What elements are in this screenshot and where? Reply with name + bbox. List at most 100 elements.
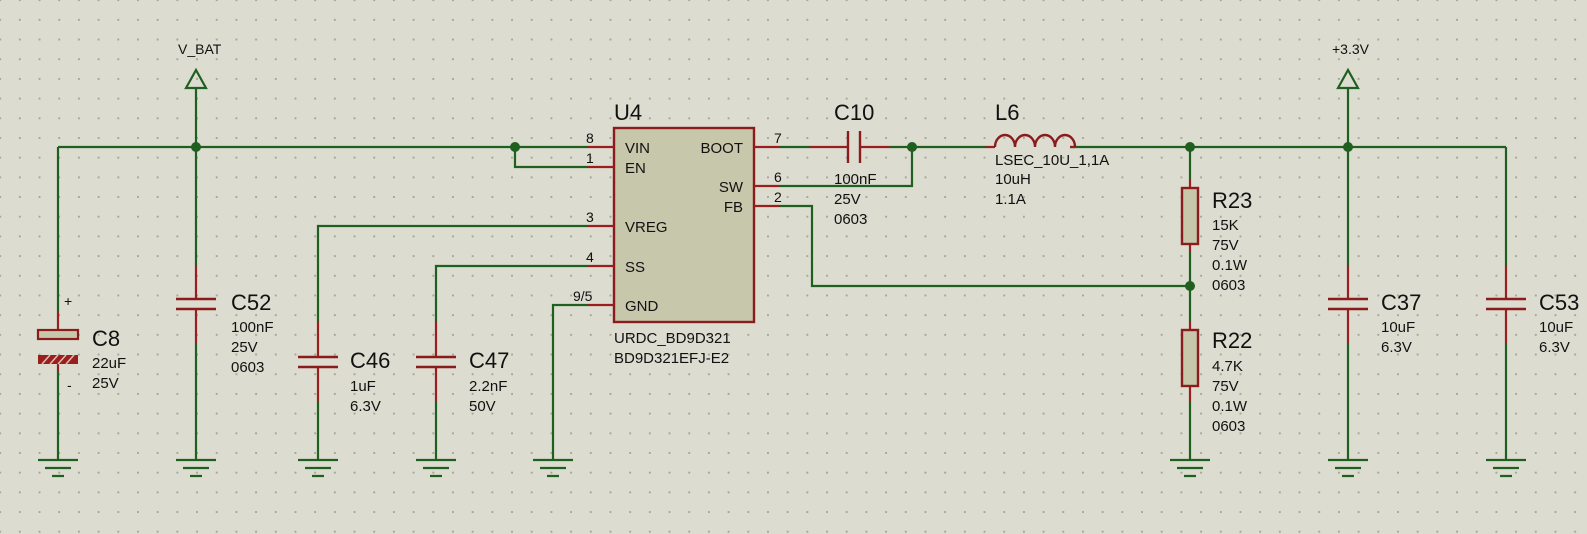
wire-vreg	[316, 224, 587, 322]
value-r22: 4.7K	[1212, 358, 1243, 375]
ref-u4: U4	[614, 100, 642, 125]
capacitor-c8[interactable]: + - C8 22uF 25V	[36, 293, 126, 393]
wire-fb	[780, 204, 1190, 288]
capacitor-c52[interactable]: C52 100nF 25V 0603	[176, 265, 274, 376]
inductor-l6[interactable]: L6 LSEC_10U_1,1A 10uH 1.1A	[985, 100, 1109, 208]
pin-num-fb: 2	[774, 189, 782, 205]
pin-num-gnd: 9/5	[573, 288, 593, 304]
value-c8: 22uF	[92, 355, 126, 372]
capacitor-c53[interactable]: C53 10uF 6.3V	[1486, 265, 1579, 356]
resistor-r22[interactable]: R22 4.7K 75V 0.1W 0603	[1180, 322, 1252, 435]
power-label-vbat: V_BAT	[178, 41, 222, 57]
part-u4: URDC_BD9D321	[614, 330, 731, 347]
value-r23: 15K	[1212, 217, 1239, 234]
ref-c10: C10	[834, 100, 874, 125]
junction-en	[510, 142, 520, 152]
voltage-r22: 75V	[1212, 378, 1239, 395]
ref-l6: L6	[995, 100, 1019, 125]
ref-c53: C53	[1539, 290, 1579, 315]
junction-33	[1343, 142, 1353, 152]
capacitor-icon	[176, 297, 216, 311]
resistor-icon	[1180, 186, 1200, 246]
part-l6: LSEC_10U_1,1A	[995, 152, 1109, 169]
ic-u4-body	[612, 126, 756, 324]
capacitor-c47[interactable]: C47 2.2nF 50V	[416, 322, 509, 415]
ref-c52: C52	[231, 290, 271, 315]
value-c47: 2.2nF	[469, 378, 507, 395]
resistor-r23[interactable]: R23 15K 75V 0.1W 0603	[1180, 180, 1252, 294]
capacitor-icon	[298, 355, 338, 369]
wire-sw	[780, 147, 914, 188]
ground-icon	[1486, 458, 1526, 478]
pin-num-boot: 7	[774, 130, 782, 146]
ground-symbols	[38, 458, 1526, 478]
package-r22: 0603	[1212, 418, 1245, 435]
resistor-icon	[1180, 328, 1200, 388]
value-u4: BD9D321EFJ-E2	[614, 350, 729, 367]
ground-icon	[416, 458, 456, 478]
pin-num-ss: 4	[586, 249, 594, 265]
ground-icon	[1328, 458, 1368, 478]
voltage-c10: 25V	[834, 191, 861, 208]
ref-c8: C8	[92, 326, 120, 351]
pin-name-sw: SW	[719, 179, 744, 196]
value-c52: 100nF	[231, 319, 274, 336]
ic-u4[interactable]: 8 1 3 4 9/5 7 6 2 VIN EN VREG SS GND BOO…	[573, 100, 782, 367]
ref-c46: C46	[350, 348, 390, 373]
capacitor-c37[interactable]: C37 10uF 6.3V	[1328, 265, 1421, 356]
power-r22: 0.1W	[1212, 398, 1248, 415]
ground-icon	[176, 458, 216, 478]
polarized-capacitor-neg-plate	[38, 355, 78, 364]
package-c10: 0603	[834, 211, 867, 228]
voltage-c37: 6.3V	[1381, 339, 1412, 356]
polarized-capacitor-icon	[36, 328, 80, 341]
capacitor-icon	[416, 355, 456, 369]
polarity-plus-c8: +	[64, 293, 72, 309]
junctions	[191, 142, 1353, 291]
power-r23: 0.1W	[1212, 257, 1248, 274]
junction-fb	[1185, 281, 1195, 291]
package-c52: 0603	[231, 359, 264, 376]
pin-num-en: 1	[586, 150, 594, 166]
voltage-r23: 75V	[1212, 237, 1239, 254]
junction-r23-top	[1185, 142, 1195, 152]
pin-name-vreg: VREG	[625, 219, 668, 236]
power-vbat: V_BAT	[178, 41, 222, 90]
capacitor-c46[interactable]: C46 1uF 6.3V	[298, 322, 390, 415]
value-c37: 10uF	[1381, 319, 1415, 336]
ground-icon	[1170, 458, 1210, 478]
voltage-c53: 6.3V	[1539, 339, 1570, 356]
package-r23: 0603	[1212, 277, 1245, 294]
pin-num-sw: 6	[774, 169, 782, 185]
ground-icon	[533, 458, 573, 478]
pin-name-en: EN	[625, 160, 646, 177]
ref-r23: R23	[1212, 188, 1252, 213]
capacitor-icon	[1328, 297, 1368, 311]
inductor-icon	[993, 133, 1077, 148]
pin-name-boot: BOOT	[700, 140, 743, 157]
ground-icon	[38, 458, 78, 478]
pin-name-fb: FB	[724, 199, 743, 216]
current-l6: 1.1A	[995, 191, 1026, 208]
power-label-3v3: +3.3V	[1332, 41, 1370, 57]
voltage-c8: 25V	[92, 375, 119, 392]
power-3v3: +3.3V	[1332, 41, 1370, 90]
capacitor-c10[interactable]: C10 100nF 25V 0603	[810, 100, 890, 228]
value-c46: 1uF	[350, 378, 376, 395]
wire-ss	[434, 264, 587, 322]
polarity-minus-c8: -	[67, 377, 72, 393]
pin-name-gnd: GND	[625, 298, 659, 315]
voltage-c52: 25V	[231, 339, 258, 356]
value-c53: 10uF	[1539, 319, 1573, 336]
capacitor-icon	[1486, 297, 1526, 311]
ground-icon	[298, 458, 338, 478]
wire-en-tie	[513, 147, 587, 169]
value-c10: 100nF	[834, 171, 877, 188]
ref-r22: R22	[1212, 328, 1252, 353]
ref-c37: C37	[1381, 290, 1421, 315]
pin-num-vreg: 3	[586, 209, 594, 225]
power-arrow-icon	[184, 67, 208, 90]
pin-name-ss: SS	[625, 259, 645, 276]
ref-c47: C47	[469, 348, 509, 373]
